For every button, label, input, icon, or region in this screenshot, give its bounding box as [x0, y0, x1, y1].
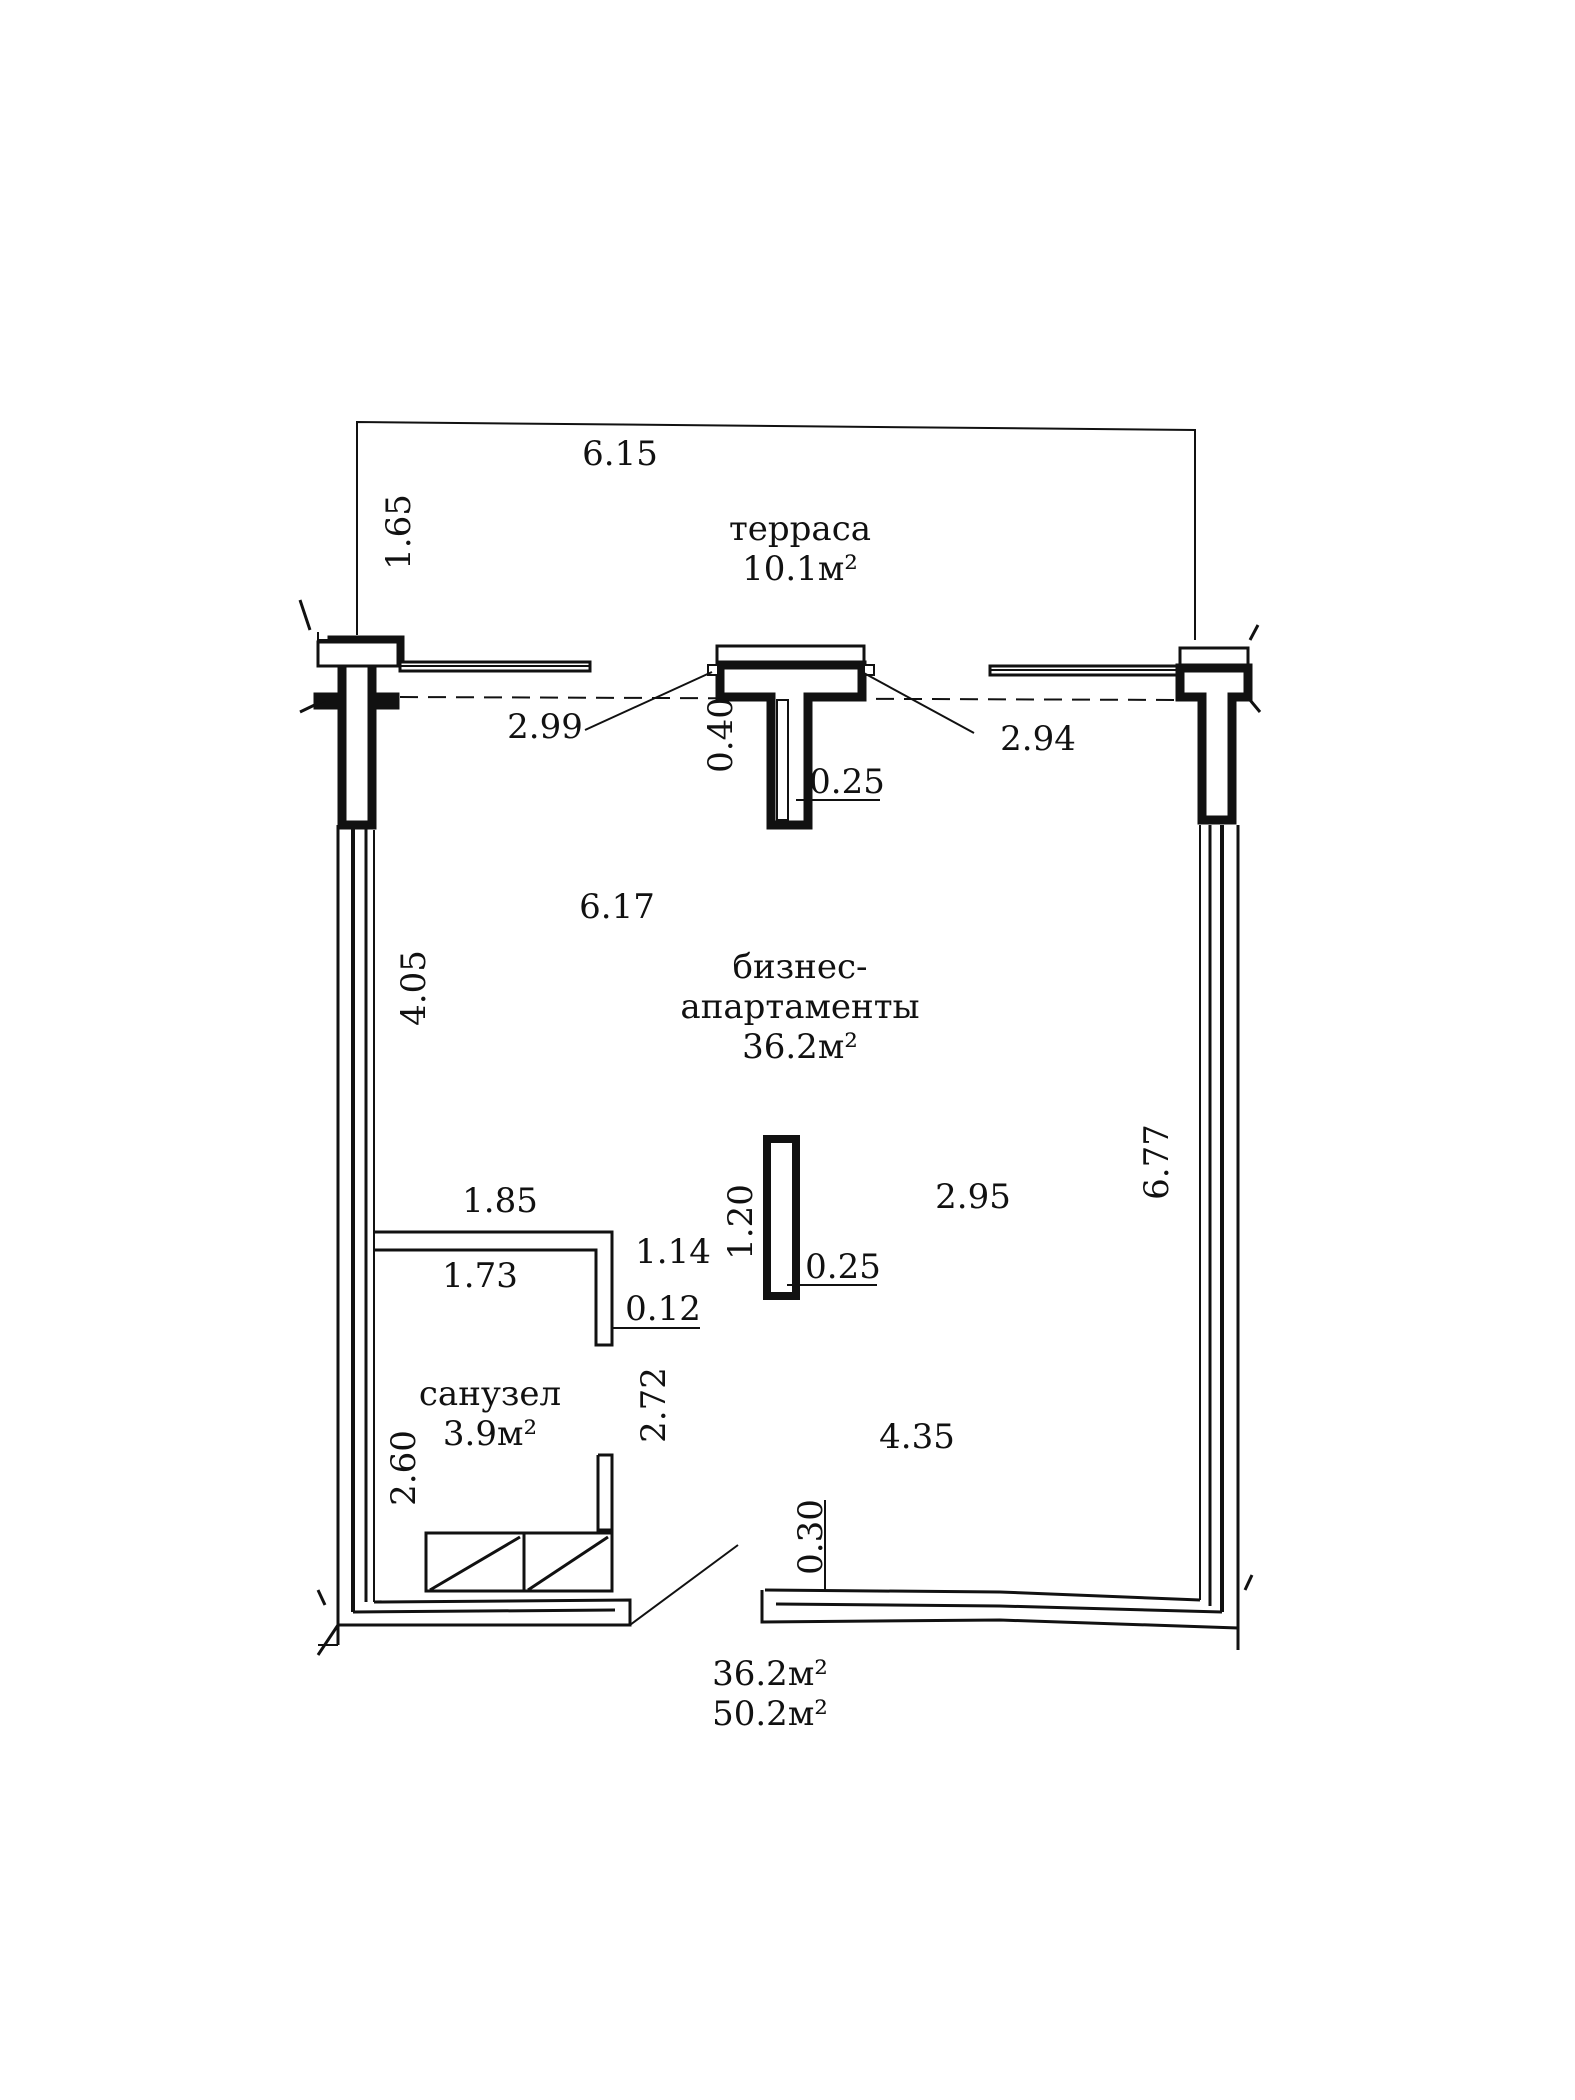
left-wall: [336, 825, 375, 1625]
main-room-label-line1: бизнес-: [733, 947, 868, 987]
dim-pier-depth: 0.40: [701, 697, 741, 773]
dim-room-width: 6.17: [579, 887, 655, 927]
left-pier: [298, 599, 405, 830]
right-wall: [1199, 825, 1240, 1628]
dim-bath-inner-width: 1.73: [442, 1256, 518, 1296]
right-window-frame: [988, 664, 1182, 677]
central-column: [763, 1135, 800, 1300]
dimension-leaders: [584, 671, 975, 1590]
center-pier: [707, 644, 875, 830]
dim-partition-thickness: 0.12: [625, 1289, 701, 1329]
main-room-area: 36.2м²: [742, 1027, 858, 1067]
bathroom-label: санузел: [419, 1374, 561, 1414]
dim-column-offset: 1.14: [635, 1232, 711, 1272]
dim-bottom-right: 4.35: [879, 1417, 955, 1457]
dim-terrace-depth: 1.65: [379, 494, 419, 570]
dim-bath-depth: 2.72: [634, 1367, 674, 1443]
dim-bath-outer-width: 1.85: [462, 1181, 538, 1221]
facade-dashed-line: [399, 696, 1179, 701]
total-area: 50.2м²: [712, 1694, 828, 1734]
dim-opening-right: 2.94: [1000, 719, 1076, 759]
dim-bottom-wall: 0.30: [791, 1499, 831, 1575]
dim-opening-left: 2.99: [507, 707, 583, 747]
left-window-frame: [398, 660, 592, 673]
total-living-area: 36.2м²: [712, 1654, 828, 1694]
dim-center-right: 2.95: [935, 1177, 1011, 1217]
dim-right-wall: 6.77: [1137, 1124, 1177, 1200]
terrace-outline: [356, 420, 1196, 640]
dim-bath-left-wall: 2.60: [384, 1430, 424, 1506]
bottom-wall-right: [760, 1574, 1254, 1650]
dim-terrace-width: 6.15: [582, 434, 658, 474]
dim-left-wall-upper: 4.05: [394, 950, 434, 1026]
terrace-area: 10.1м²: [742, 549, 858, 589]
main-room-label-line2: апартаменты: [680, 987, 919, 1027]
dim-column-height: 1.20: [721, 1184, 761, 1260]
right-pier: [1175, 624, 1262, 825]
bathroom-area: 3.9м²: [443, 1414, 537, 1454]
bottom-wall-left: [316, 1589, 632, 1656]
bathroom-fixtures: [424, 1531, 614, 1593]
bathroom-partition: [374, 1230, 614, 1532]
entrance-door-line: [629, 1544, 739, 1626]
dim-pier-width: 0.25: [809, 762, 885, 802]
dim-column-width: 0.25: [805, 1247, 881, 1287]
terrace-label: терраса: [729, 509, 871, 549]
